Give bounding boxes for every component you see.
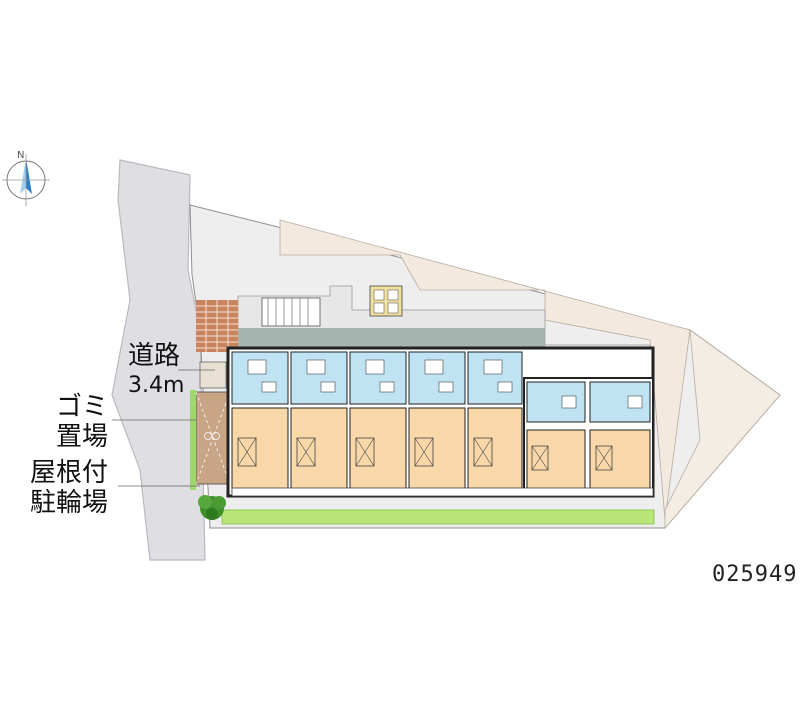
- stairs: [261, 297, 321, 327]
- road-label: 道路 3.4m: [128, 341, 184, 401]
- bike-label-line1: 屋根付: [30, 458, 109, 488]
- bike-shed: [195, 391, 231, 485]
- garbage-area: [199, 361, 227, 389]
- apartment-building: [226, 346, 655, 498]
- road-area: [111, 159, 206, 561]
- garbage-label: ゴミ 置場: [56, 392, 108, 452]
- garbage-label-line1: ゴミ: [56, 392, 109, 422]
- road-label-line2: 3.4m: [128, 373, 185, 398]
- garbage-label-line2: 置場: [56, 422, 109, 452]
- unit-5: [467, 351, 523, 493]
- compass-icon: [2, 154, 50, 206]
- brick-area: [196, 300, 238, 352]
- tree-icon: [198, 495, 226, 520]
- yard-area: [279, 219, 691, 521]
- bike-parking-label: 屋根付 駐輪場: [30, 458, 108, 518]
- unit-row-main: [231, 351, 523, 493]
- unit-4: [408, 351, 466, 493]
- east-slope: [664, 329, 781, 530]
- unit-2: [290, 351, 348, 493]
- leader-lines: [112, 369, 215, 487]
- property-code: 025949: [712, 562, 798, 587]
- unit-6: [526, 381, 586, 493]
- planting-strip: [221, 509, 655, 525]
- hedge-left: [190, 390, 196, 490]
- road-label-line1: 道路: [128, 341, 181, 371]
- compass-n-label: N: [17, 150, 25, 161]
- unit-7: [589, 381, 651, 493]
- storage-box: [369, 285, 403, 317]
- bike-label-line2: 駐輪場: [30, 488, 109, 518]
- unit-3: [349, 351, 407, 493]
- unit-1: [231, 351, 289, 493]
